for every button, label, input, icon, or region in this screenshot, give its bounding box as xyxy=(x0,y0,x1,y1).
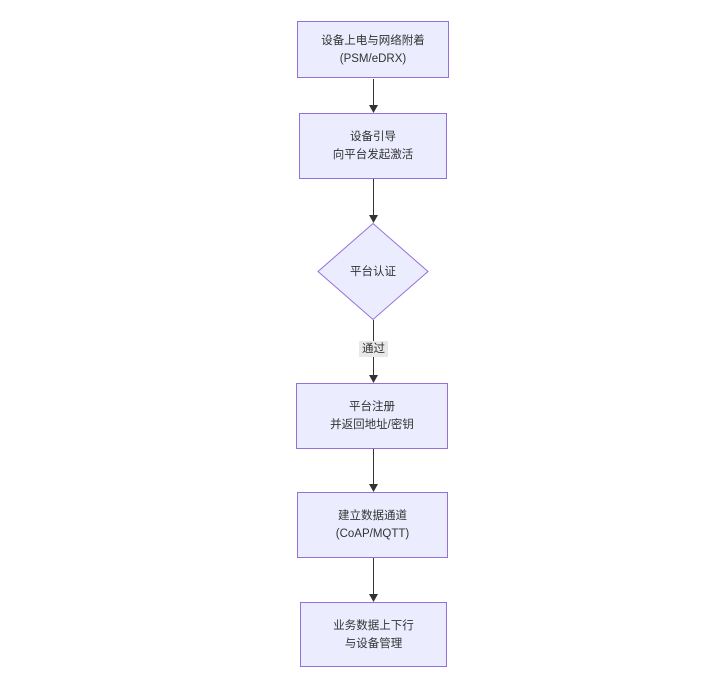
node-label-line: 设备上电与网络附着 xyxy=(321,34,425,47)
flow-node-platform-register: 平台注册 并返回地址/密钥 xyxy=(296,383,448,449)
node-label-line: 业务数据上下行 xyxy=(333,619,414,632)
arrowhead-icon xyxy=(369,375,378,383)
edge-label-pass: 通过 xyxy=(359,341,388,357)
arrowhead-icon xyxy=(369,594,378,602)
arrowhead-icon xyxy=(369,105,378,113)
arrowhead-icon xyxy=(369,215,378,223)
flow-node-power-attach: 设备上电与网络附着 (PSM/eDRX) xyxy=(297,21,449,78)
flow-node-business-data: 业务数据上下行 与设备管理 xyxy=(300,602,447,667)
flow-node-data-channel: 建立数据通道 (CoAP/MQTT) xyxy=(297,492,448,558)
node-label-line: 建立数据通道 xyxy=(338,510,407,522)
node-label-line: (PSM/eDRX) xyxy=(339,52,407,65)
node-label-line: 设备引导 xyxy=(350,131,396,143)
node-label-line: 平台认证 xyxy=(350,265,396,278)
flow-node-platform-auth: 平台认证 xyxy=(318,223,428,320)
flow-node-bootstrap: 设备引导 向平台发起激活 xyxy=(299,113,447,179)
node-label-line: 平台注册 xyxy=(349,401,395,413)
node-label-line: (CoAP/MQTT) xyxy=(335,528,410,540)
node-label-line: 与设备管理 xyxy=(344,637,403,650)
node-label-line: 并返回地址/密钥 xyxy=(330,419,414,431)
node-label-line: 向平台发起激活 xyxy=(332,149,414,161)
arrowhead-icon xyxy=(369,484,378,492)
